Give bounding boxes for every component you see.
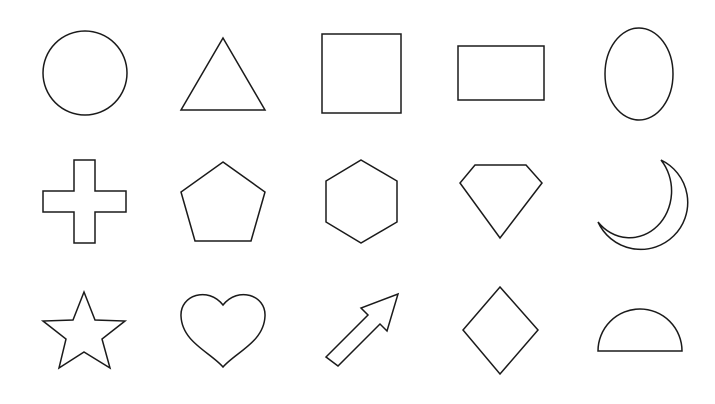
diamond-icon: [462, 285, 539, 376]
rectangle-icon: [457, 45, 545, 101]
hexagon-icon: [325, 159, 398, 244]
heart-icon: [180, 293, 266, 369]
semicircle-icon: [597, 308, 683, 352]
cross-icon: [42, 159, 127, 244]
circle-icon: [42, 30, 128, 116]
gem-icon: [459, 164, 543, 240]
arrow-icon: [324, 292, 400, 367]
star-icon: [40, 289, 128, 370]
pentagon-icon: [180, 161, 266, 242]
square-icon: [321, 33, 402, 114]
triangle-icon: [179, 36, 267, 111]
crescent-moon-icon: [597, 159, 689, 251]
oval-icon: [604, 27, 674, 121]
